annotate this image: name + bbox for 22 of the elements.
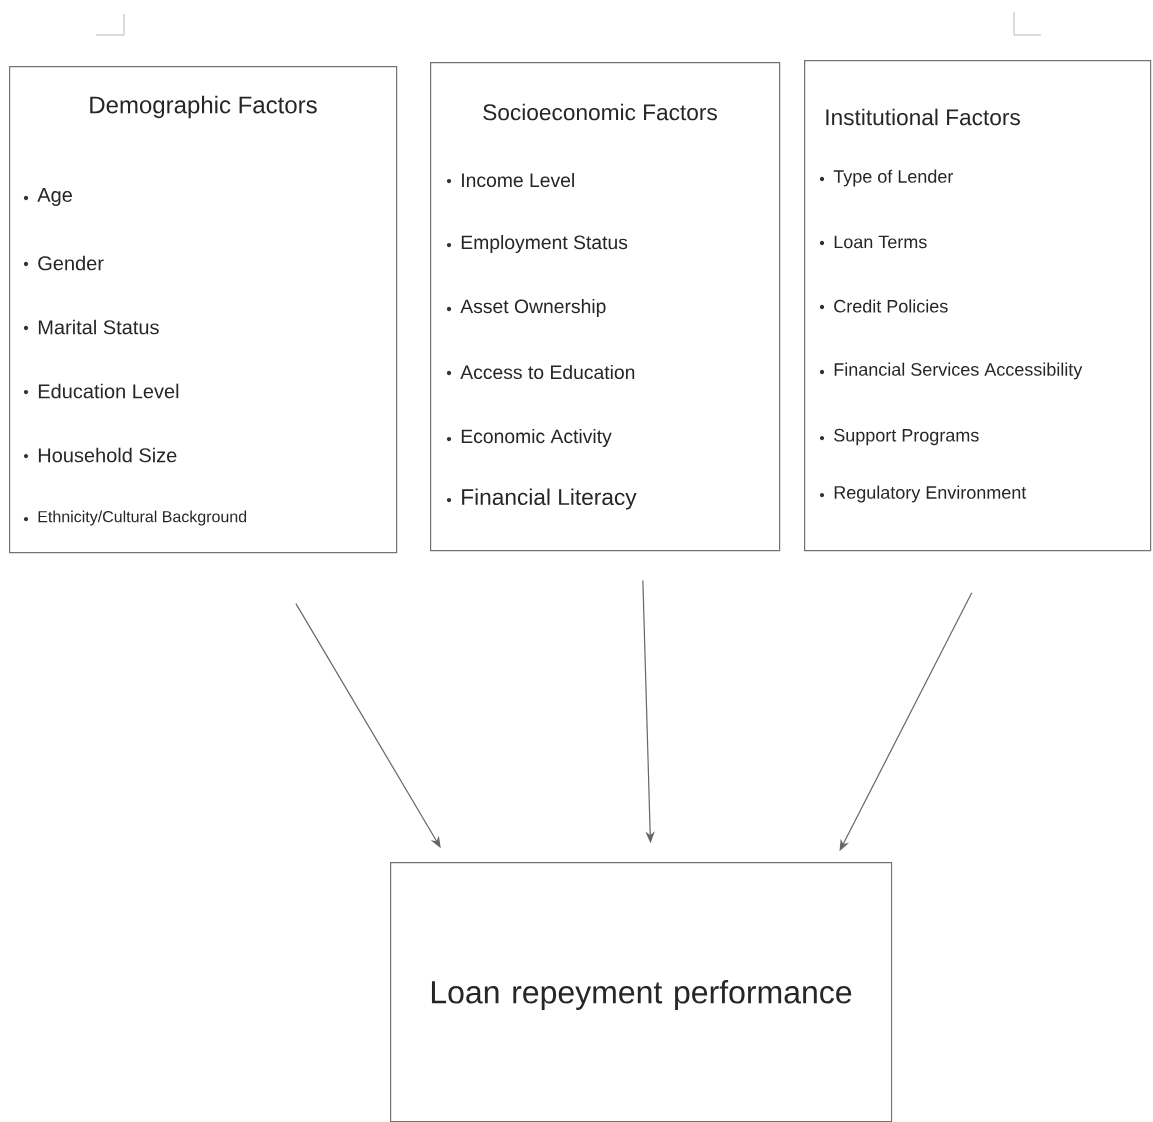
list-item: Financial Services Accessibility [834, 362, 1083, 380]
box-heading: Demographic Factors [90, 95, 317, 119]
list-item: Ethnicity/Cultural Background [38, 510, 247, 526]
list-item: Access to Education [460, 364, 635, 380]
list-item: Employment Status [461, 235, 628, 253]
list-item: Income Level [462, 172, 574, 188]
list-item: Type of Lender [833, 169, 954, 187]
list-item: Household Size [38, 447, 177, 463]
list-item: Gender [38, 255, 104, 271]
box-heading: Socioeconomic Factors [483, 103, 717, 121]
list-item: Age [37, 188, 72, 206]
list-item: Support Programs [834, 428, 979, 446]
box-heading: Institutional Factors [826, 108, 1020, 126]
list-item: Asset Ownership [460, 299, 606, 317]
list-item: Financial Literacy [462, 488, 637, 510]
list-item: Economic Activity [461, 429, 612, 447]
list-item: Regulatory Environment [834, 485, 1027, 503]
box-title: Loan repeyment performance [431, 980, 852, 1010]
list-item: Education Level [38, 383, 179, 399]
list-item: Credit Policies [834, 299, 948, 313]
list-item: Marital Status [38, 319, 159, 335]
list-item: Loan Terms [834, 235, 927, 249]
